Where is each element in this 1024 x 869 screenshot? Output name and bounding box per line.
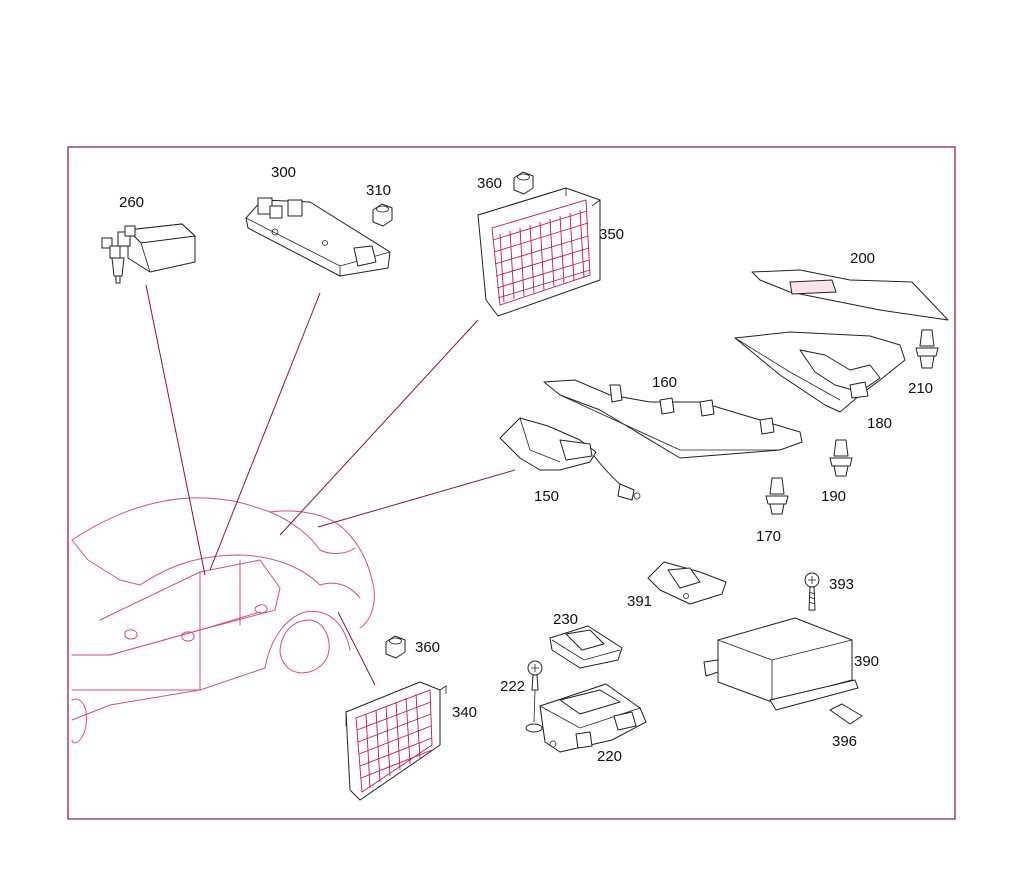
callout-190: 190 — [821, 488, 846, 505]
callout-260: 260 — [119, 194, 144, 211]
callout-390: 390 — [854, 653, 879, 670]
part-200-bracket-plate — [751, 269, 949, 321]
callout-labels: 260 300 310 360 350 200 210 160 180 150 … — [119, 164, 933, 765]
part-222-screw — [525, 660, 543, 733]
callout-360-top: 360 — [477, 175, 502, 192]
part-340-grid-holder — [345, 681, 447, 801]
callout-340: 340 — [452, 704, 477, 721]
callout-220: 220 — [597, 748, 622, 765]
callout-150: 150 — [534, 488, 559, 505]
part-300-mounting-plate — [245, 197, 391, 277]
leader-lines — [145, 284, 516, 686]
part-310-nut — [372, 203, 393, 227]
leader-260 — [145, 284, 206, 576]
leader-350 — [279, 319, 479, 536]
part-150-sensor-bracket — [499, 417, 641, 501]
part-390-control-box — [703, 617, 859, 711]
part-350-grid-holder — [477, 187, 601, 317]
callout-160: 160 — [652, 374, 677, 391]
callout-391: 391 — [627, 593, 652, 610]
part-180-bracket — [734, 331, 906, 413]
part-396-clip — [829, 703, 863, 725]
callout-200: 200 — [850, 250, 875, 267]
callout-310: 310 — [366, 182, 391, 199]
part-190-clip — [829, 439, 853, 477]
callout-222: 222 — [500, 678, 525, 695]
callout-170: 170 — [756, 528, 781, 545]
callout-396: 396 — [832, 733, 857, 750]
diagram-frame — [67, 146, 956, 820]
callout-210: 210 — [908, 380, 933, 397]
leader-340 — [337, 611, 376, 686]
callout-393: 393 — [829, 576, 854, 593]
callout-230: 230 — [553, 611, 578, 628]
part-360-nut-top — [513, 171, 534, 195]
part-260-control-unit — [101, 223, 196, 284]
part-360-nut-bottom — [385, 635, 406, 659]
callout-360-bottom: 360 — [415, 639, 440, 656]
part-230-sensor — [549, 625, 623, 669]
leader-150 — [317, 469, 516, 528]
callout-300: 300 — [271, 164, 296, 181]
part-160-long-bracket — [543, 379, 803, 459]
part-220-control-unit — [539, 683, 647, 753]
callout-350: 350 — [599, 226, 624, 243]
part-170-clip — [765, 477, 789, 515]
car-outline — [71, 497, 375, 744]
callout-180: 180 — [867, 415, 892, 432]
part-210-clip — [915, 329, 939, 369]
part-391-small-bracket — [647, 561, 727, 605]
leader-300 — [209, 292, 321, 571]
part-393-screw — [804, 572, 820, 611]
